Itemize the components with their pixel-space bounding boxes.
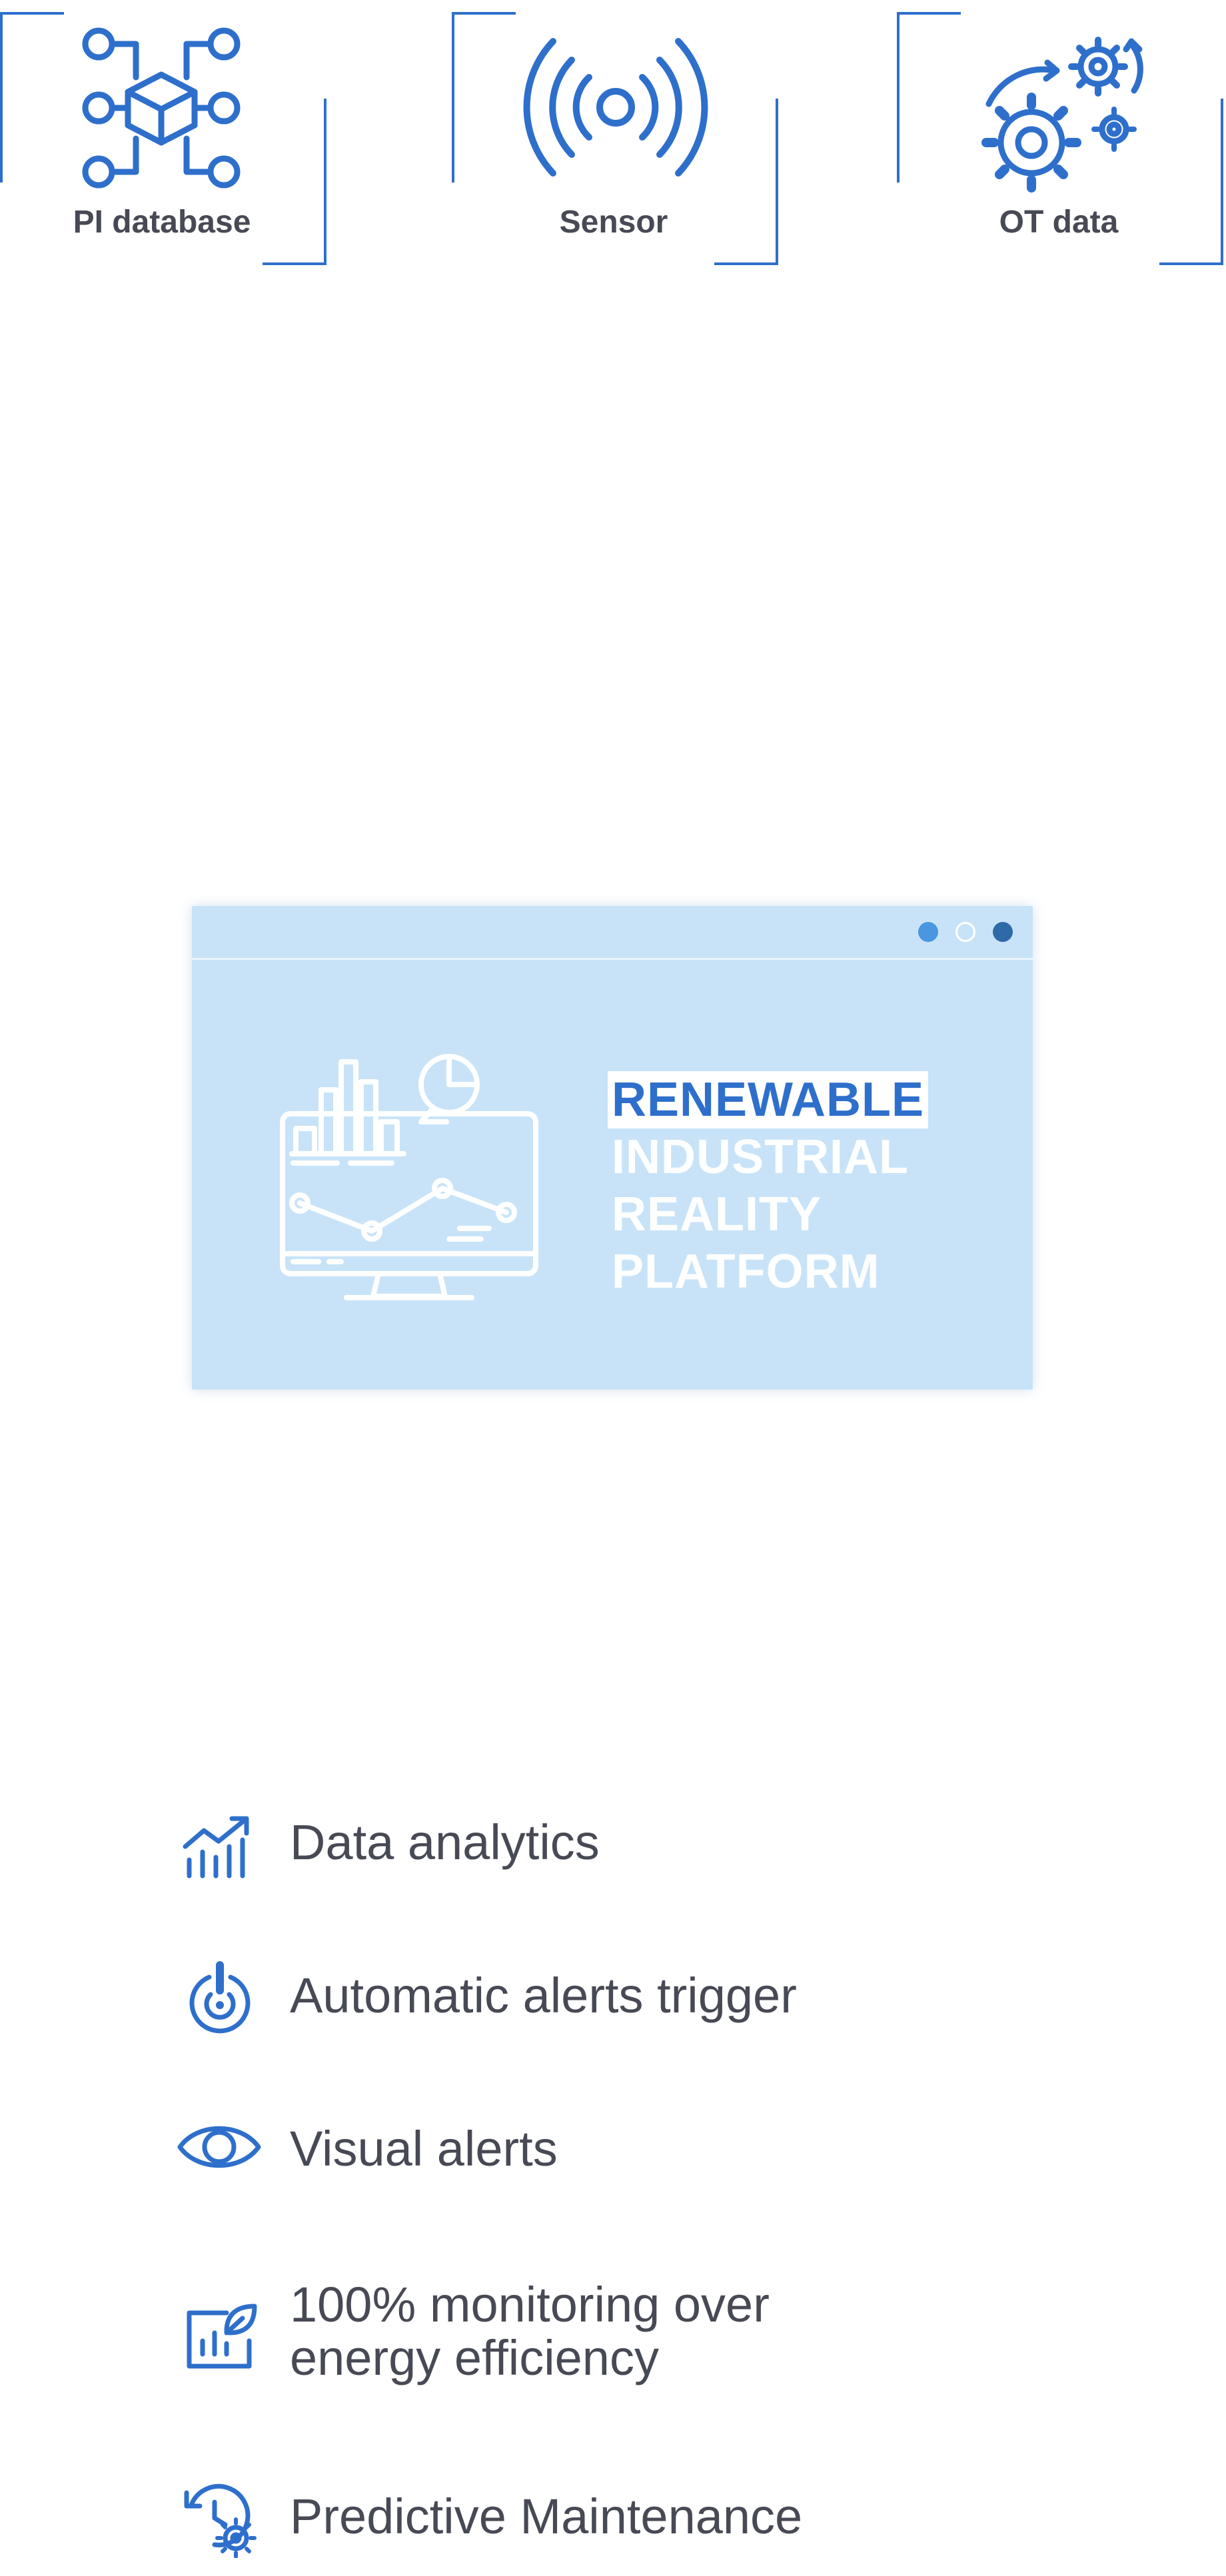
window-dot-2 (955, 922, 975, 942)
platform-browser-window (192, 906, 1033, 1390)
hero-title-line-3: REALITY (612, 1188, 822, 1241)
source-label: Sensor (559, 205, 668, 240)
feature-label-line-2: energy efficiency (290, 2330, 659, 2385)
alert-target-icon (189, 1961, 251, 2034)
hero-title-line-1: RENEWABLE (608, 1071, 929, 1128)
window-dot-1 (918, 922, 938, 942)
eye-icon (177, 2126, 261, 2168)
gears-icon (981, 37, 1143, 193)
source-label: OT data (999, 205, 1119, 240)
feature-item-automatic-alerts: Automatic alerts trigger (180, 1952, 1046, 2034)
bracket-top-left (0, 12, 64, 183)
source-tile-pi-database: PI database (0, 0, 373, 280)
bracket-bottom-right (1159, 99, 1223, 265)
database-cube-network-icon (82, 27, 241, 189)
bracket-bottom-right (714, 99, 778, 265)
source-tile-ot-data: OT data (897, 0, 1226, 280)
window-dot-3 (993, 922, 1013, 942)
feature-label: Predictive Maintenance (290, 2489, 803, 2544)
feature-item-data-analytics: Data analytics (180, 1799, 1046, 1879)
source-tile-sensor: Sensor (452, 0, 825, 280)
feature-item-visual-alerts: Visual alerts (177, 2105, 1046, 2185)
hero-title-line-2: INDUSTRIAL (612, 1130, 909, 1184)
bracket-top-left (897, 12, 961, 183)
feature-item-energy-monitoring: 100% monitoring over energy efficiency (180, 2258, 1046, 2385)
feature-label-line-1: 100% monitoring over (290, 2277, 770, 2332)
bracket-top-left (452, 12, 516, 183)
wireless-signal-icon (523, 38, 708, 177)
feature-label: Automatic alerts trigger (290, 1968, 797, 2023)
hero-title-line-4: PLATFORM (612, 1245, 880, 1298)
feature-label: 100% monitoring over energy efficiency (290, 2278, 770, 2385)
feature-label: Visual alerts (290, 2121, 558, 2176)
bracket-bottom-right (263, 99, 326, 265)
eco-chart-icon (187, 2304, 257, 2369)
feature-label: Data analytics (290, 1815, 600, 1870)
browser-title-bar (192, 906, 1033, 960)
growth-chart-icon (183, 1816, 249, 1879)
monitor-analytics-icon (280, 1054, 538, 1300)
clock-gear-icon (184, 2483, 257, 2558)
hero-title: RENEWABLE INDUSTRIAL REALITY PLATFORM (608, 1071, 929, 1300)
source-label: PI database (73, 205, 251, 240)
feature-item-predictive-maintenance: Predictive Maintenance (180, 2473, 1046, 2559)
